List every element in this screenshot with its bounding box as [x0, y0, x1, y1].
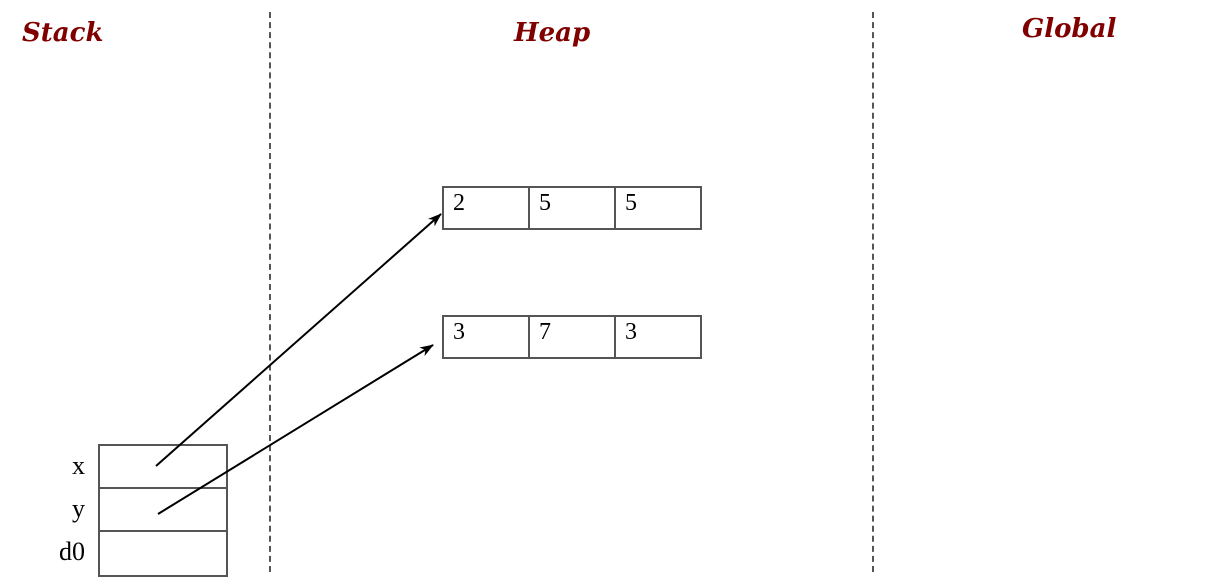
- stack-var-label-x: x: [72, 451, 85, 480]
- stack-slot-y: [100, 489, 226, 532]
- heap-region-title: Heap: [514, 18, 591, 48]
- heap-global-divider: [872, 12, 874, 572]
- stack-heap-divider: [269, 12, 271, 572]
- heap-array: 3 7 3: [442, 315, 702, 359]
- heap-cell: 3: [625, 319, 637, 345]
- stack-slot-d0: [100, 532, 226, 575]
- heap-cell: 7: [530, 317, 616, 357]
- stack-region-title: Stack: [22, 18, 104, 48]
- heap-cell: 5: [625, 190, 637, 216]
- pointer-arrow-x: [155, 213, 442, 467]
- stack-var-label-d0: d0: [59, 537, 85, 566]
- heap-cell: 3: [444, 317, 530, 357]
- heap-cell: 2: [444, 188, 530, 228]
- stack-slot-x: [100, 446, 226, 489]
- global-region-title: Global: [1022, 14, 1117, 44]
- stack-var-label-y: y: [72, 494, 85, 523]
- stack-frame: [98, 444, 228, 577]
- heap-cell: 5: [530, 188, 616, 228]
- heap-array: 2 5 5: [442, 186, 702, 230]
